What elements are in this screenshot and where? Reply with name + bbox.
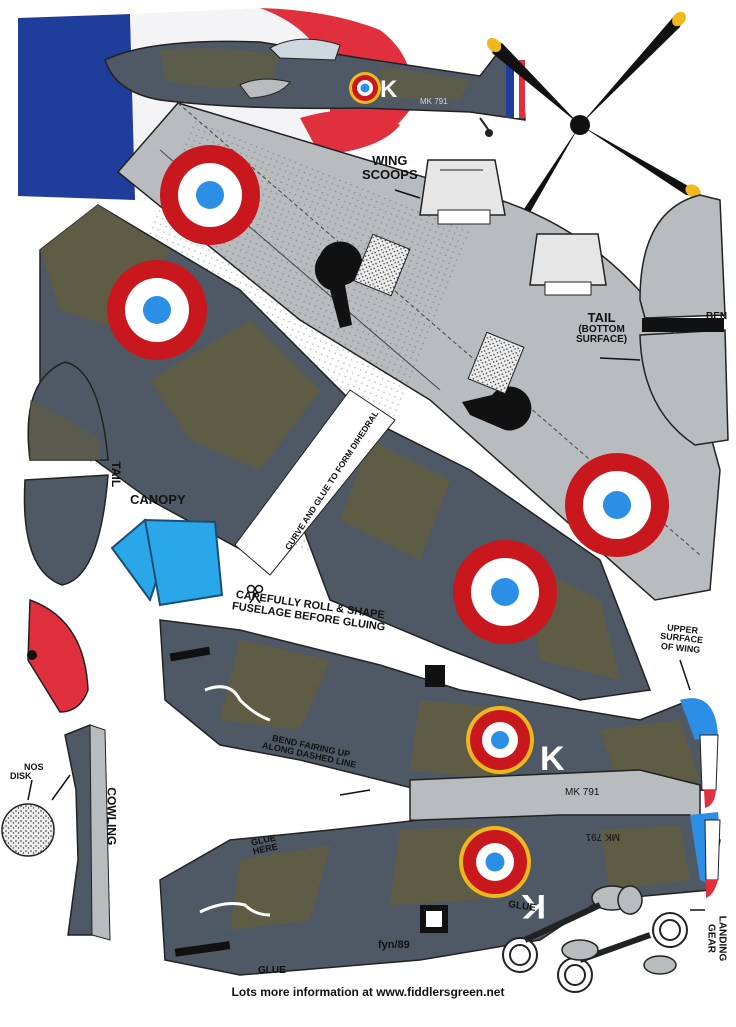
label-signature: fyn/89 bbox=[378, 939, 410, 951]
landing-gear-parts bbox=[502, 885, 688, 993]
code-letter-profile: K bbox=[380, 76, 398, 103]
label-tail-bottom-line3: SURFACE) bbox=[576, 334, 628, 346]
label-bend-up: BEN UP bbox=[706, 311, 728, 333]
serial-upper: MK 791 bbox=[565, 787, 600, 798]
nose-cone bbox=[27, 598, 89, 713]
label-landing-gear: LANDING GEAR bbox=[706, 915, 728, 962]
label-bend-up-line1: BEN bbox=[706, 311, 728, 322]
pointer-arrows bbox=[27, 189, 705, 911]
label-glue-bottom: GLUE bbox=[258, 965, 286, 976]
wing-scoop-2 bbox=[529, 233, 607, 296]
serial-lower: MK 791 bbox=[585, 831, 620, 842]
serial-profile: MK 791 bbox=[420, 97, 448, 106]
wing-scoop-1 bbox=[419, 159, 506, 225]
label-wing-scoops-line2: SCOOPS bbox=[362, 166, 418, 182]
label-bend-up-line2: UP bbox=[709, 321, 724, 333]
nose-disk bbox=[1, 803, 55, 857]
propeller-icon bbox=[486, 11, 701, 229]
code-letter-upper: K bbox=[540, 740, 565, 778]
fuselage-upper bbox=[159, 619, 719, 808]
label-nose-disk: NOS DISK bbox=[10, 762, 44, 782]
label-cowling: COWLING bbox=[104, 787, 119, 846]
label-tail-bottom-line1: TAIL bbox=[587, 310, 616, 325]
label-upper-surface-wing: UPPER SURFACE OF WING bbox=[659, 622, 705, 656]
label-tail-bottom-line2: (BOTTOM bbox=[578, 323, 625, 335]
label-canopy: CANOPY bbox=[130, 492, 186, 507]
label-tail-bottom: TAIL (BOTTOM SURFACE) bbox=[576, 311, 627, 346]
canopy-part bbox=[110, 518, 224, 607]
label-wing-scoops: WING SCOOPS bbox=[362, 154, 418, 181]
wing-upper bbox=[39, 204, 652, 701]
fuselage-lower bbox=[159, 812, 721, 976]
spitfire-profile bbox=[104, 38, 526, 137]
dihedral-strip bbox=[234, 389, 396, 576]
tail-bottom-right bbox=[639, 194, 729, 446]
label-tail-left: TAIL bbox=[109, 461, 124, 488]
label-nose-line1: NOS bbox=[24, 762, 44, 772]
code-letter-lower: K bbox=[521, 887, 546, 925]
cowling-part bbox=[64, 723, 111, 941]
scissors-icon bbox=[246, 584, 264, 604]
footer-text: Lots more information at www.fiddlersgre… bbox=[231, 985, 505, 999]
tail-left bbox=[23, 361, 109, 586]
label-nose-line2: DISK bbox=[10, 771, 32, 782]
label-wing-scoops-line1: WING bbox=[372, 153, 408, 168]
